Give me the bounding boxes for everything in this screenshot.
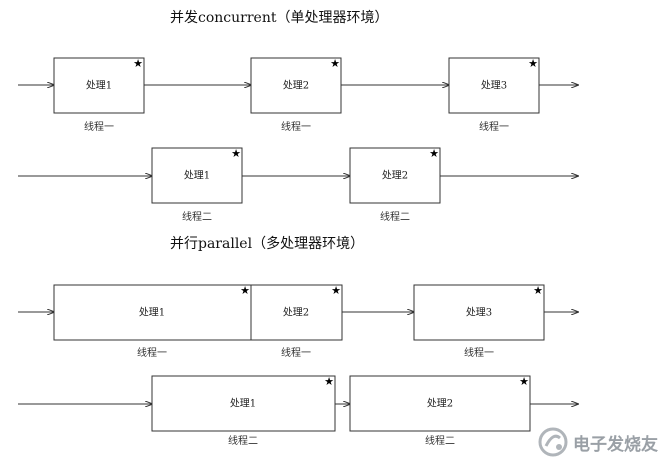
thread-label: 线程一 (84, 120, 114, 133)
concurrent-row-thread-1: 处理1 ★ 处理2 ★ 处理3 ★ 线程一 线程一 线程一 (18, 57, 578, 133)
concurrent-title: 并发concurrent（单处理器环境） (170, 10, 388, 26)
process-label: 处理1 (86, 80, 112, 92)
star-icon: ★ (331, 284, 341, 297)
star-icon: ★ (528, 57, 538, 70)
process-label: 处理2 (382, 170, 408, 182)
star-icon: ★ (429, 147, 439, 160)
process-label: 处理1 (230, 398, 256, 410)
process-box: 处理1 ★ (53, 284, 252, 341)
process-label: 处理3 (466, 307, 492, 319)
process-label: 处理2 (283, 307, 309, 319)
process-label: 处理3 (481, 80, 507, 92)
star-icon: ★ (533, 284, 543, 297)
thread-label: 线程二 (380, 210, 410, 223)
watermark: 电子发烧友 (537, 426, 658, 458)
process-label: 处理2 (283, 80, 309, 92)
process-label: 处理1 (139, 307, 165, 319)
parallel-row-thread-1: 处理1 ★ 处理2 ★ 处理3 ★ 线程一 线程一 线程一 (18, 284, 578, 359)
process-label: 处理2 (427, 398, 453, 410)
parallel-title: 并行parallel（多处理器环境） (170, 235, 364, 252)
star-icon: ★ (324, 375, 334, 388)
thread-label: 线程一 (479, 120, 509, 133)
thread-label: 线程一 (464, 346, 494, 359)
elecfans-logo-icon (538, 427, 568, 457)
process-box: 处理3 ★ (448, 57, 540, 114)
process-box: 处理2 ★ (349, 147, 441, 204)
thread-label: 线程一 (137, 346, 167, 359)
watermark-text: 电子发烧友 (573, 434, 658, 455)
star-icon: ★ (330, 57, 340, 70)
process-box: 处理2 ★ (250, 284, 343, 341)
star-icon: ★ (519, 375, 529, 388)
thread-label: 线程二 (182, 210, 212, 223)
star-icon: ★ (240, 284, 250, 297)
thread-label: 线程二 (228, 434, 258, 447)
parallel-row-thread-2: 处理1 ★ 处理2 ★ 线程二 线程二 (18, 375, 578, 447)
concurrent-row-thread-2: 处理1 ★ 处理2 ★ 线程二 线程二 (18, 147, 578, 223)
process-box: 处理2 ★ (349, 375, 531, 432)
process-label: 处理1 (184, 170, 210, 182)
star-icon: ★ (133, 57, 143, 70)
thread-label: 线程二 (425, 434, 455, 447)
process-box: 处理1 ★ (53, 57, 145, 114)
thread-label: 线程一 (281, 346, 311, 359)
process-box: 处理3 ★ (413, 284, 545, 341)
process-box: 处理2 ★ (250, 57, 342, 114)
process-box: 处理1 ★ (151, 375, 336, 432)
thread-label: 线程一 (281, 120, 311, 133)
process-box: 处理1 ★ (151, 147, 243, 204)
star-icon: ★ (231, 147, 241, 160)
